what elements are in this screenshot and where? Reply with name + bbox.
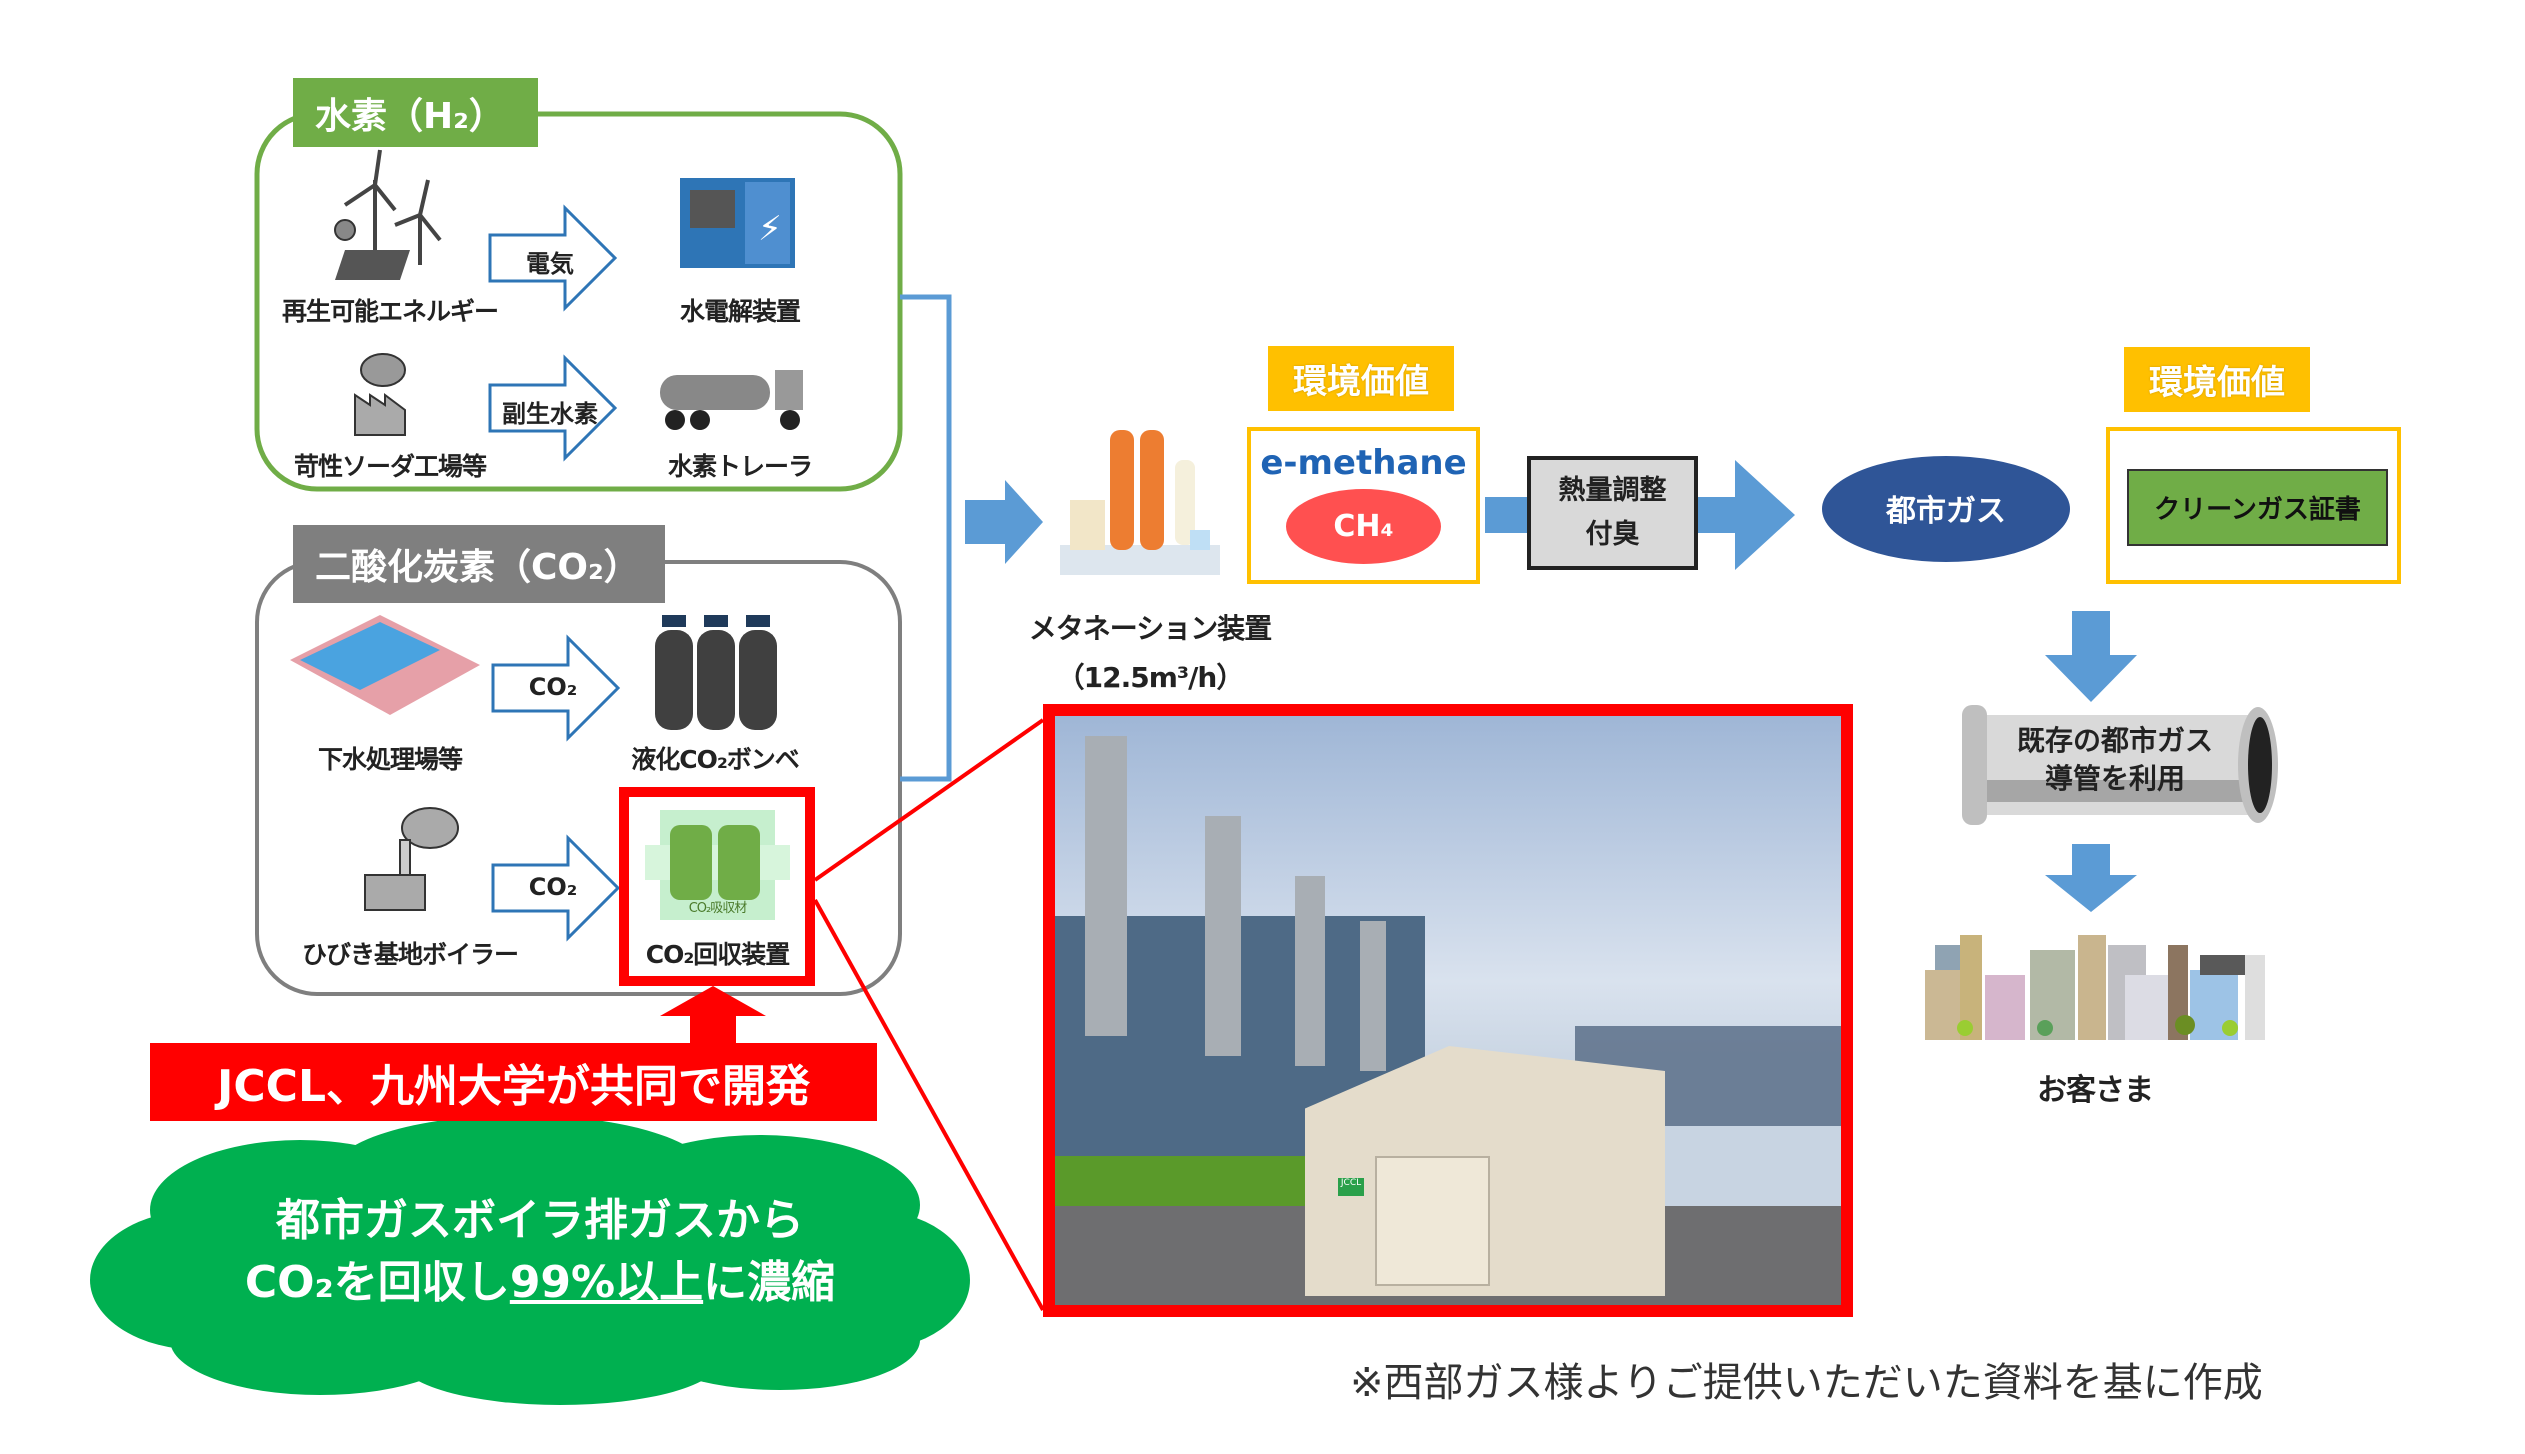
- source-soda-factory-label: 苛性ソーダ工場等: [293, 452, 487, 481]
- heat-adjust-line-1: 熱量調整: [1558, 475, 1667, 506]
- callout-line-top: [813, 718, 1045, 882]
- certificate-box: クリーンガス証書: [2106, 427, 2401, 584]
- photo-stack-2: [1205, 816, 1241, 1056]
- cloud-shape: [90, 1115, 970, 1405]
- methanation-capacity: （12.5m³/h）: [1056, 661, 1245, 694]
- photo-stack-1: [1085, 736, 1127, 1036]
- red-up-arrow: [660, 986, 766, 1043]
- connector-line: [900, 294, 952, 782]
- target-co2-recovery-label: CO₂回収装置: [645, 940, 791, 969]
- arrow-electricity: [488, 204, 618, 312]
- customers-label: お客さま: [2037, 1073, 2154, 1108]
- heat-adjust-box: 熱量調整 付臭: [1527, 456, 1698, 570]
- co2-recovery-icon: [645, 810, 790, 920]
- photo-stack-4: [1360, 921, 1386, 1071]
- pipe-label: 既存の都市ガス 導管を利用: [1975, 722, 2255, 798]
- cloud-line-2-pre: CO₂を回収し: [244, 1257, 510, 1308]
- photo-stack-3: [1295, 876, 1325, 1066]
- arrow-to-methanation: [965, 480, 1043, 564]
- hydrogen-trailer-icon: [660, 370, 803, 430]
- cloud-line-2-post: に濃縮: [703, 1257, 836, 1308]
- co2-group-title: 二酸化炭素（CO₂）: [293, 525, 665, 603]
- development-banner: JCCL、九州大学が共同で開発: [150, 1043, 877, 1121]
- arrow-byproduct-h2: [488, 354, 618, 462]
- target-electrolyzer-label: 水電解装置: [679, 297, 801, 326]
- hydrogen-group-title: 水素（H₂）: [293, 78, 538, 147]
- factory-icon: [354, 353, 406, 436]
- ch4-ellipse: CH₄: [1286, 489, 1441, 564]
- methanation-label: メタネーション装置: [1028, 612, 1272, 645]
- arrow-co2-1-label: CO₂: [528, 673, 578, 701]
- renewable-energy-icon: [334, 149, 442, 280]
- arrow-co2-1: [491, 634, 621, 742]
- source-sewage-label: 下水処理場等: [317, 745, 463, 774]
- co2-cylinders-icon: [655, 615, 777, 730]
- hydrogen-group-frame: [254, 111, 903, 492]
- methanation-icon: [1060, 430, 1220, 575]
- cloud-text: 都市ガスボイラ排ガスから CO₂を回収し99%以上に濃縮: [150, 1190, 930, 1314]
- target-trailer-label: 水素トレーラ: [667, 452, 813, 481]
- photo-shelter-door: [1375, 1156, 1490, 1286]
- source-renewable-label: 再生可能エネルギー: [281, 297, 499, 326]
- target-cylinders-label: 液化CO₂ボンベ: [631, 745, 800, 774]
- sewage-plant-icon: [290, 615, 480, 715]
- city-gas-label: 都市ガス: [1886, 494, 2006, 529]
- electrolyzer-icon: ⚡: [680, 178, 795, 268]
- arrow-byproduct-label: 副生水素: [502, 400, 598, 428]
- arrow-electricity-label: 電気: [526, 250, 574, 278]
- gas-pipe-icon: [1962, 705, 2278, 825]
- arrow-down-2: [2045, 844, 2137, 912]
- absorbent-label: CO₂吸収材: [688, 901, 748, 916]
- arrow-down-1: [2045, 611, 2137, 702]
- cloud-line-1: 都市ガスボイラ排ガスから: [276, 1195, 804, 1246]
- city-buildings-icon: [1925, 935, 2265, 1040]
- source-boiler-label: ひびき基地ボイラー: [301, 940, 519, 969]
- boiler-icon: [364, 807, 459, 911]
- footnote: ※西部ガス様よりご提供いただいた資料を基に作成: [1350, 1360, 2263, 1406]
- heat-adjust-line-2: 付臭: [1585, 519, 1640, 550]
- cloud-highlight: 99%以上: [509, 1257, 704, 1308]
- photo-sign: JCCL: [1338, 1178, 1364, 1196]
- pipe-line-1: 既存の都市ガス: [2016, 724, 2213, 757]
- pipe-line-2: 導管を利用: [2044, 762, 2185, 795]
- env-value-badge-1: 環境価値: [1268, 346, 1454, 411]
- cloud-line-2: CO₂を回収し99%以上に濃縮: [150, 1252, 930, 1314]
- emethane-box: e-methane CH₄: [1247, 427, 1480, 584]
- env-value-badge-2: 環境価値: [2124, 347, 2310, 412]
- city-gas-ellipse: [1822, 456, 2070, 562]
- emethane-logo: e-methane: [1260, 443, 1467, 483]
- clean-gas-certificate: クリーンガス証書: [2127, 469, 2388, 546]
- arrow-co2-2-label: CO₂: [528, 873, 578, 901]
- callout-line-bottom: [813, 899, 1045, 1311]
- co2-recovery-site-photo: JCCL: [1043, 704, 1853, 1317]
- arrow-co2-2: [491, 834, 621, 942]
- svg-text:⚡: ⚡: [758, 209, 782, 249]
